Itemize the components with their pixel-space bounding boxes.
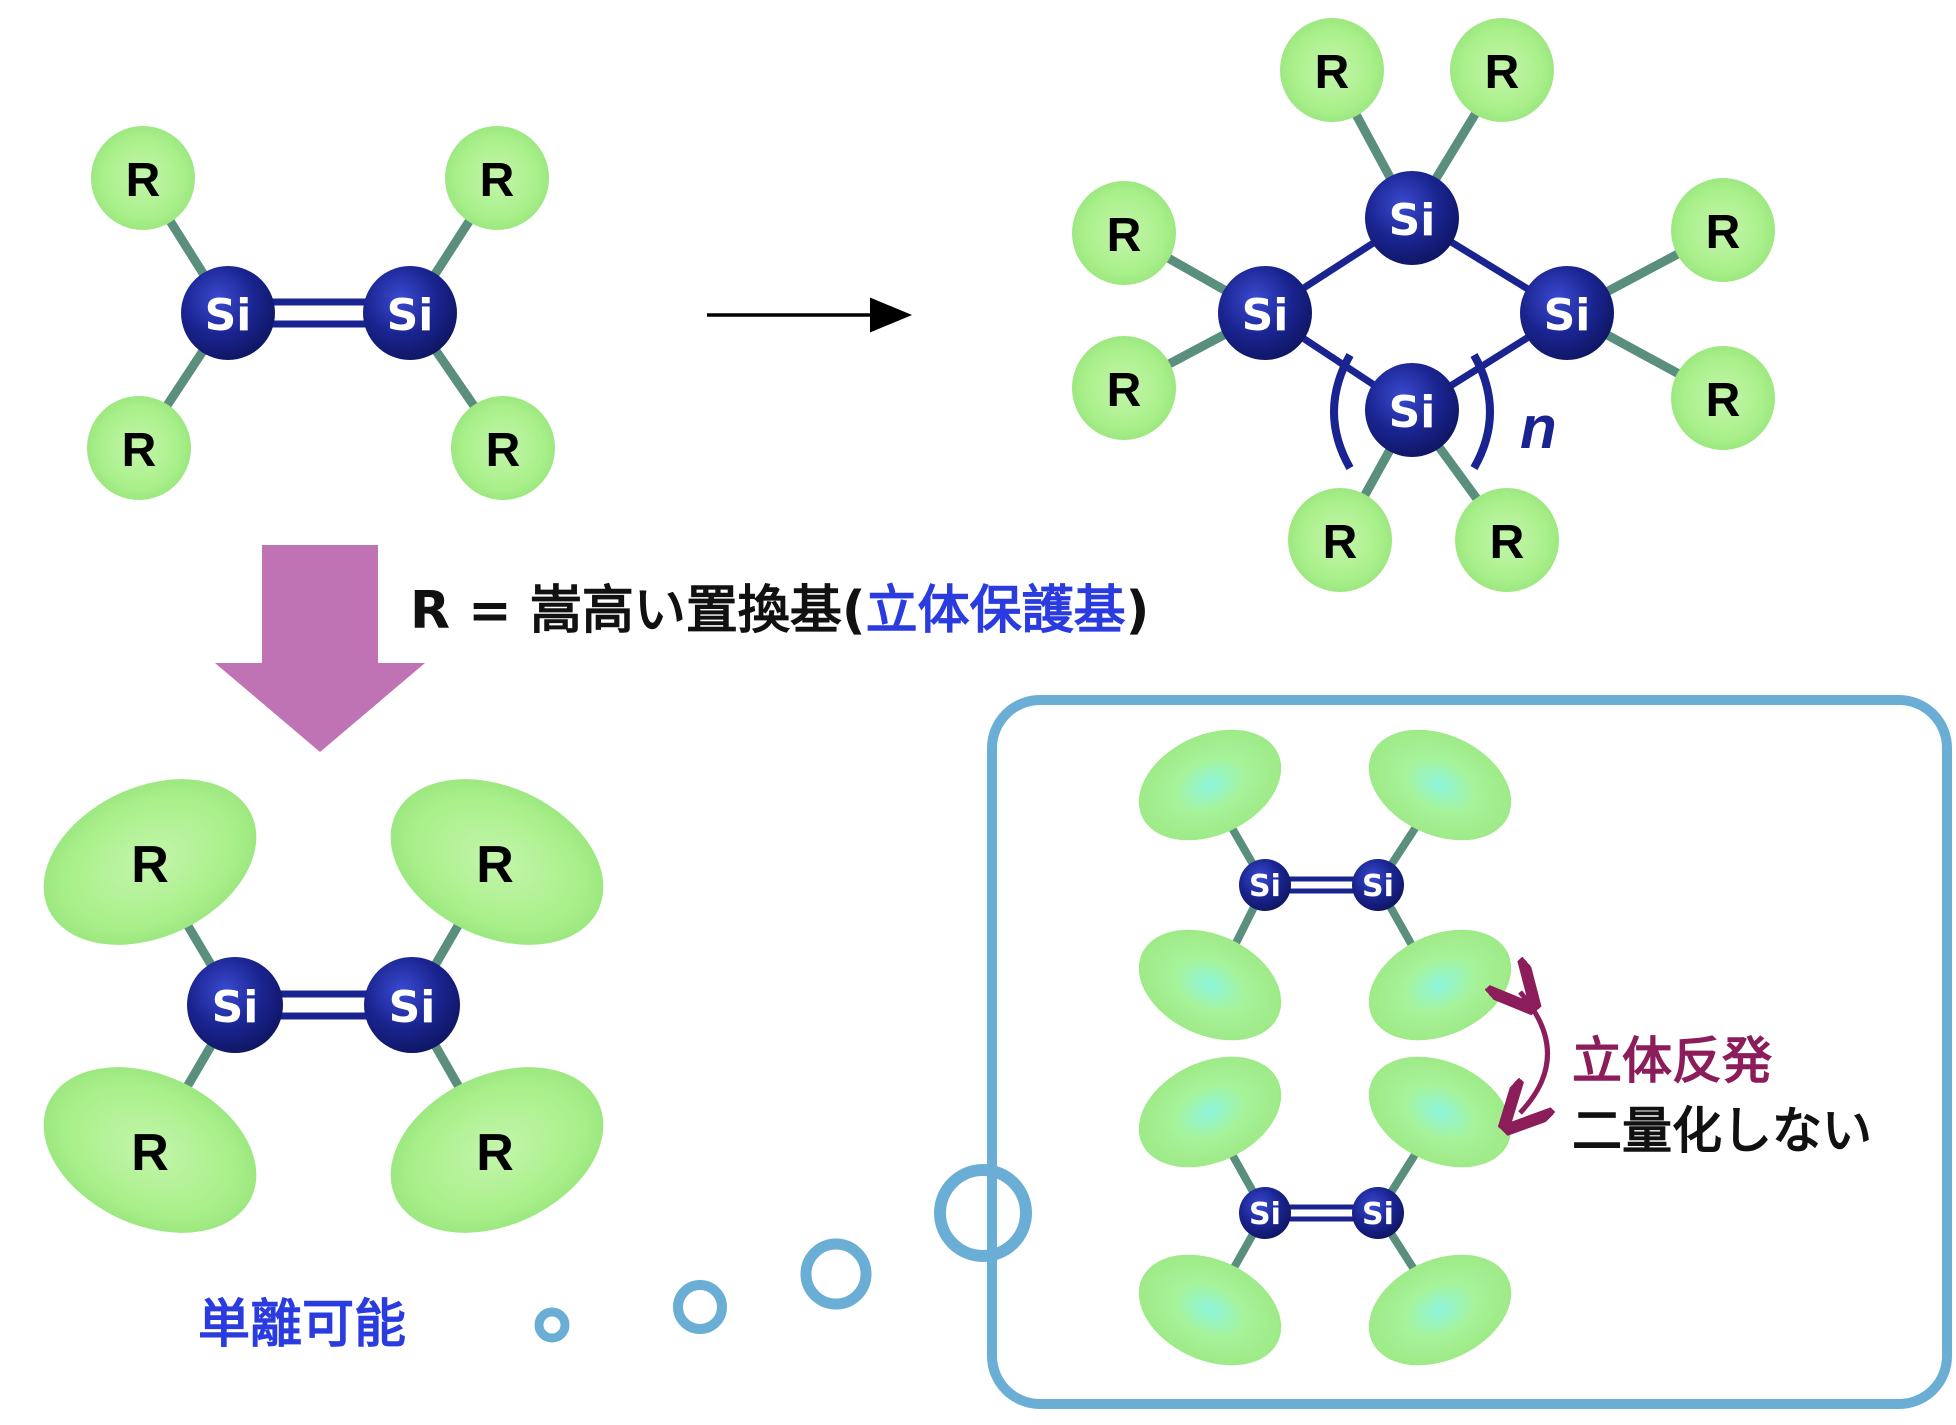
r-label: R: [122, 424, 157, 477]
r-label: R: [1706, 206, 1741, 259]
r-label: R: [476, 1124, 514, 1182]
substituent-r: [1072, 336, 1176, 440]
si-label: Si: [1362, 1197, 1394, 1232]
r-label: R: [131, 836, 169, 894]
silicon-atom: [1239, 1187, 1291, 1239]
si-label: Si: [212, 982, 259, 1033]
left-paren: [1330, 353, 1354, 470]
r-label: R: [131, 1124, 169, 1182]
thought-bubble-large: [934, 1164, 1032, 1262]
r-label: R: [126, 154, 161, 207]
caption-suffix: ): [1126, 581, 1150, 641]
silicon-atom: [181, 266, 275, 360]
r-label: R: [480, 154, 515, 207]
r-label: R: [1107, 364, 1142, 417]
r-label: R: [486, 424, 521, 477]
bulky-group: [1368, 1056, 1512, 1168]
bulky-group: [1368, 929, 1512, 1041]
si-label: Si: [205, 290, 252, 341]
r-label: R: [1315, 46, 1350, 99]
isolable-label: 単離可能: [198, 1295, 406, 1355]
substituent-r: [91, 126, 195, 230]
si-label: Si: [1242, 290, 1289, 341]
r-label: R: [476, 836, 514, 894]
bulky-disilene: R R R R Si Si: [43, 779, 604, 1233]
bulky-substituent-r: [43, 1067, 257, 1233]
substituent-r: [87, 396, 191, 500]
r-label: R: [1485, 46, 1520, 99]
caption-highlight: 立体保護基: [866, 581, 1126, 641]
thought-frame: [987, 695, 1952, 1409]
si-label: Si: [1389, 195, 1436, 246]
substituent-r: [1671, 346, 1775, 450]
si-label: Si: [1544, 290, 1591, 341]
caption-prefix: R = 嵩高い置換基(: [410, 581, 866, 641]
silicon-atom: [363, 266, 457, 360]
substituent-r: [1455, 488, 1559, 592]
substituent-r: [1450, 18, 1554, 122]
repulsion-arrow: [1520, 992, 1548, 1113]
silicon-atom: [1218, 266, 1312, 360]
si-label: Si: [1249, 869, 1281, 904]
silicon-atom: [1239, 859, 1291, 911]
silicon-atom: [1520, 266, 1614, 360]
bulky-group: [1138, 1056, 1282, 1168]
si-label: Si: [1389, 387, 1436, 438]
frame-disilene-lower: Si Si: [1138, 1056, 1512, 1366]
bulky-group: [1368, 729, 1512, 841]
substituent-r: [1280, 18, 1384, 122]
si-label: Si: [387, 290, 434, 341]
thought-bubble: [673, 1280, 727, 1334]
bulky-group: [1138, 1254, 1282, 1366]
r-label: R: [1490, 516, 1525, 569]
no-dimerization-label: 二量化しない: [1572, 1102, 1872, 1160]
down-arrow: [215, 545, 425, 752]
silicon-atom: [187, 957, 283, 1053]
r-label: R: [1323, 516, 1358, 569]
repeat-index: n: [1520, 394, 1557, 461]
bulky-group: [1368, 1254, 1512, 1366]
right-paren: [1470, 353, 1494, 470]
silicon-atom: [1352, 859, 1404, 911]
si-label: Si: [1362, 869, 1394, 904]
substituent-r: [1671, 178, 1775, 282]
thought-bubble-small: [534, 1307, 570, 1343]
si-label: Si: [1249, 1197, 1281, 1232]
bulky-group: [1138, 929, 1282, 1041]
silicon-atom: [1365, 363, 1459, 457]
oligosilane-product: R R R R R R R R Si Si Si Si n: [1072, 18, 1775, 592]
thought-bubble: [800, 1238, 872, 1310]
bulky-substituent-r: [390, 779, 604, 945]
r-label: R: [1706, 374, 1741, 427]
frame-disilene-upper: Si Si: [1138, 729, 1512, 1041]
silicon-atom: [1352, 1187, 1404, 1239]
silicon-atom: [1365, 171, 1459, 265]
substituent-r: [451, 396, 555, 500]
bulky-substituent-r: [43, 779, 257, 945]
repulsion-label: 立体反発: [1572, 1032, 1773, 1090]
silicon-atom: [364, 957, 460, 1053]
caption: R = 嵩高い置換基(立体保護基): [410, 581, 1149, 641]
si-label: Si: [389, 982, 436, 1033]
r-label: R: [1107, 209, 1142, 262]
bulky-substituent-r: [390, 1067, 604, 1233]
substituent-r: [445, 126, 549, 230]
disilene-monomer: R R R R Si Si: [87, 126, 555, 500]
bulky-group: [1138, 729, 1282, 841]
substituent-r: [1072, 181, 1176, 285]
substituent-r: [1288, 488, 1392, 592]
